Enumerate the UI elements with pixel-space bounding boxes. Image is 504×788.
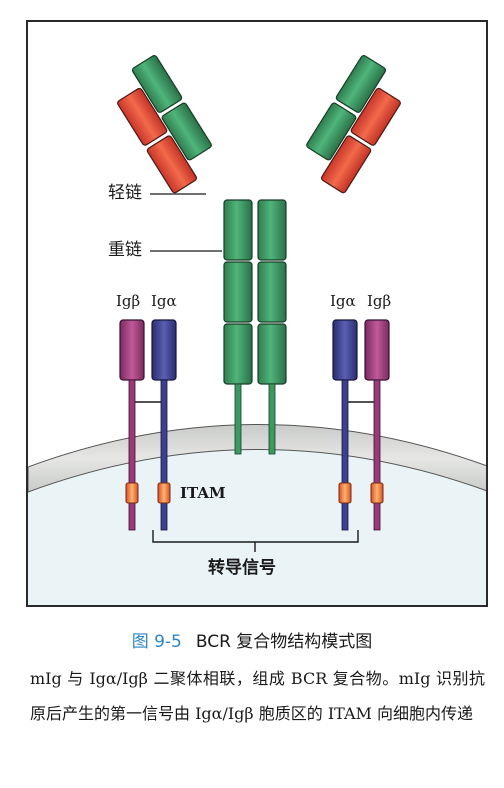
itam-label: ITAM	[180, 484, 226, 502]
figure-number: 图 9-5	[131, 632, 182, 652]
light-chain-label: 轻链	[108, 183, 142, 203]
ig-beta-left-label: Igβ	[116, 292, 141, 310]
ig-alpha-left	[151, 319, 177, 531]
heavy-chain-stem-right	[257, 199, 287, 455]
left-heavy-chain-v	[131, 55, 183, 113]
ig-alpha-right-label: Igα	[330, 292, 356, 310]
ig-beta-left	[119, 319, 145, 531]
right-light-chain-variable	[350, 87, 401, 146]
left-light-chain-constant	[146, 135, 198, 194]
ig-alpha-left-label: Igα	[151, 292, 177, 310]
right-heavy-chain-ch1	[306, 102, 357, 161]
cytoplasm	[28, 449, 486, 605]
right-heavy-chain-v	[335, 55, 387, 113]
figure-title: BCR 复合物结构模式图	[195, 632, 373, 652]
right-light-chain-constant	[320, 135, 372, 194]
left-fab-arm	[117, 55, 212, 194]
ig-beta-right-label: Igβ	[367, 292, 392, 310]
left-light-chain-variable	[117, 87, 168, 146]
bcr-diagram-frame: 轻链 重链 Igβ Igα Igα Igβ ITAM 转导信号	[26, 20, 488, 607]
ig-alpha-right	[332, 319, 358, 531]
ig-beta-right	[364, 319, 390, 531]
right-fab-arm	[306, 55, 401, 194]
heavy-chain-stem-left	[223, 199, 253, 455]
signal-transduction-label: 转导信号	[208, 558, 276, 578]
bcr-diagram	[28, 55, 486, 605]
figure-caption-title: 图 9-5 BCR 复合物结构模式图	[0, 627, 504, 652]
figure-caption-body: mIg 与 Igα/Igβ 二聚体相联，组成 BCR 复合物。mIg 识别抗原后…	[30, 669, 485, 723]
heavy-chain-label: 重链	[108, 240, 142, 260]
left-heavy-chain-ch1	[161, 102, 212, 161]
